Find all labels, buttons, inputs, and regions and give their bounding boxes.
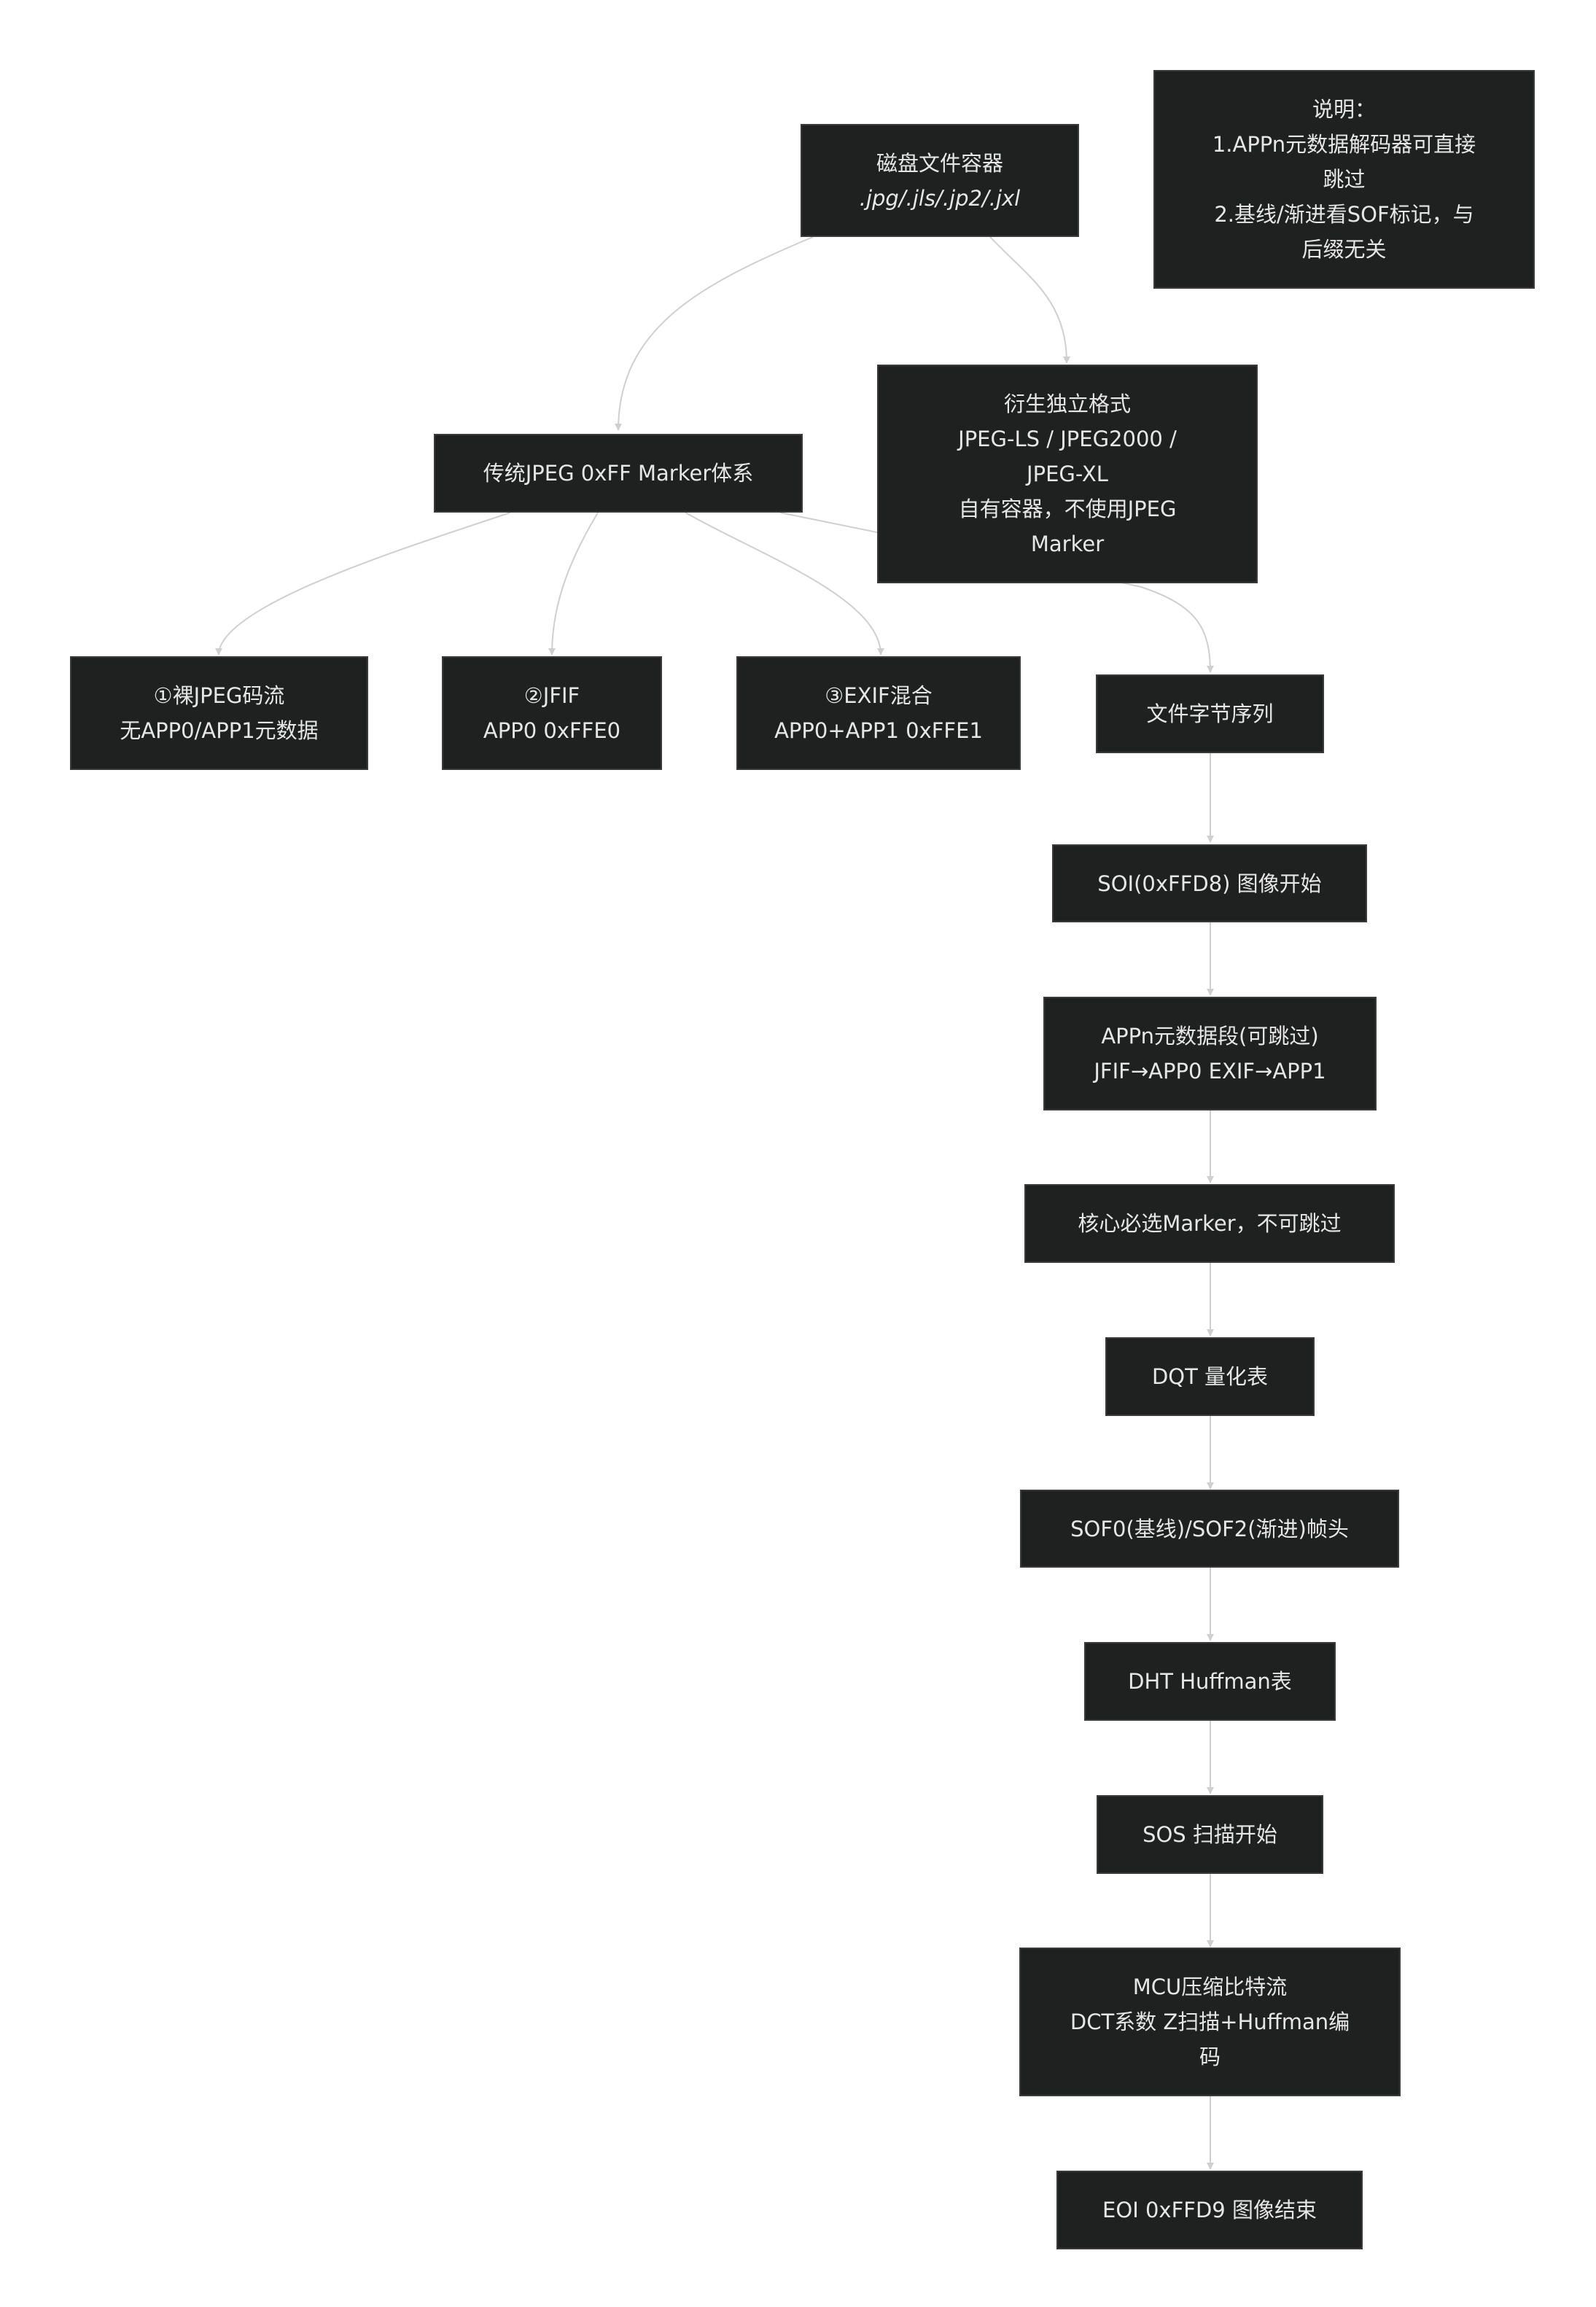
node-derived-formats-line-1: 衍生独立格式	[1003, 392, 1131, 416]
node-naked-jpeg: ①裸JPEG码流 无APP0/APP1元数据	[70, 656, 368, 770]
node-exif: ③EXIF混合 APP0+APP1 0xFFE1	[736, 656, 1021, 770]
node-appn-line-2: JFIF→APP0 EXIF→APP1	[1094, 1059, 1326, 1084]
node-note-line-4: 2.基线/渐进看SOF标记，与	[1214, 202, 1474, 227]
node-jfif-line-1: ②JFIF	[523, 683, 580, 708]
node-sof-line-1: SOF0(基线)/SOF2(渐进)帧头	[1070, 1516, 1349, 1541]
node-eoi-line-1: EOI 0xFFD9 图像结束	[1102, 2198, 1317, 2222]
node-derived-formats-line-4: 自有容器，不使用JPEG	[958, 497, 1177, 521]
node-soi-line-1: SOI(0xFFD8) 图像开始	[1097, 871, 1322, 896]
node-mcu-line-3: 码	[1199, 2045, 1221, 2069]
node-file-bytes-line-1: 文件字节序列	[1146, 701, 1274, 726]
node-disk-container: 磁盘文件容器 .jpg/.jls/.jp2/.jxl	[801, 124, 1079, 237]
node-sos: SOS 扫描开始	[1097, 1795, 1323, 1874]
node-core-markers-line-1: 核心必选Marker，不可跳过	[1078, 1211, 1342, 1236]
node-dqt-line-1: DQT 量化表	[1151, 1364, 1269, 1389]
node-derived-formats: 衍生独立格式 JPEG-LS / JPEG2000 / JPEG-XL 自有容器…	[877, 365, 1258, 583]
node-appn-line-1: APPn元数据段(可跳过)	[1101, 1024, 1319, 1049]
node-derived-formats-line-2: JPEG-LS / JPEG2000 /	[958, 427, 1177, 451]
node-sof: SOF0(基线)/SOF2(渐进)帧头	[1020, 1490, 1399, 1568]
node-mcu-line-2: DCT系数 Z扫描+Huffman编	[1070, 2010, 1350, 2034]
edge-traditional-to-naked	[215, 512, 511, 655]
node-exif-line-2: APP0+APP1 0xFFE1	[774, 718, 983, 743]
node-derived-formats-line-3: JPEG-XL	[1027, 462, 1108, 486]
node-naked-jpeg-line-2: 无APP0/APP1元数据	[120, 718, 319, 743]
node-note-line-3: 跳过	[1323, 167, 1366, 192]
node-derived-formats-line-5: Marker	[1030, 532, 1105, 556]
node-naked-jpeg-line-1: ①裸JPEG码流	[153, 683, 285, 708]
node-jfif: ②JFIF APP0 0xFFE0	[442, 656, 662, 770]
node-file-bytes: 文件字节序列	[1096, 674, 1324, 753]
node-note-line-5: 后缀无关	[1301, 237, 1387, 262]
node-mcu-line-1: MCU压缩比特流	[1132, 1975, 1288, 1999]
node-eoi: EOI 0xFFD9 图像结束	[1056, 2171, 1363, 2249]
node-disk-container-line-1: 磁盘文件容器	[876, 150, 1003, 176]
node-soi: SOI(0xFFD8) 图像开始	[1052, 844, 1367, 922]
node-sos-line-1: SOS 扫描开始	[1142, 1822, 1277, 1847]
node-disk-container-line-2: .jpg/.jls/.jp2/.jxl	[859, 185, 1021, 211]
edge-disk-to-derived	[989, 236, 1070, 364]
node-dqt: DQT 量化表	[1105, 1337, 1315, 1416]
node-appn: APPn元数据段(可跳过) JFIF→APP0 EXIF→APP1	[1043, 997, 1377, 1110]
node-exif-line-1: ③EXIF混合	[825, 683, 933, 708]
node-note-line-2: 1.APPn元数据解码器可直接	[1212, 132, 1476, 157]
node-core-markers: 核心必选Marker，不可跳过	[1024, 1184, 1395, 1263]
node-jfif-line-2: APP0 0xFFE0	[483, 718, 621, 743]
node-dht: DHT Huffman表	[1084, 1642, 1336, 1721]
node-traditional-jpeg: 传统JPEG 0xFF Marker体系	[434, 434, 803, 513]
node-note-line-1: 说明：	[1312, 97, 1376, 122]
node-dht-line-1: DHT Huffman表	[1128, 1669, 1292, 1694]
node-mcu: MCU压缩比特流 DCT系数 Z扫描+Huffman编 码	[1019, 1948, 1401, 2096]
node-traditional-jpeg-line-1: 传统JPEG 0xFF Marker体系	[483, 461, 754, 486]
edge-traditional-to-exif	[685, 512, 884, 655]
edge-traditional-to-jfif	[548, 512, 599, 655]
node-note: 说明： 1.APPn元数据解码器可直接 跳过 2.基线/渐进看SOF标记，与 后…	[1153, 70, 1535, 289]
edge-disk-to-traditional	[615, 236, 814, 431]
